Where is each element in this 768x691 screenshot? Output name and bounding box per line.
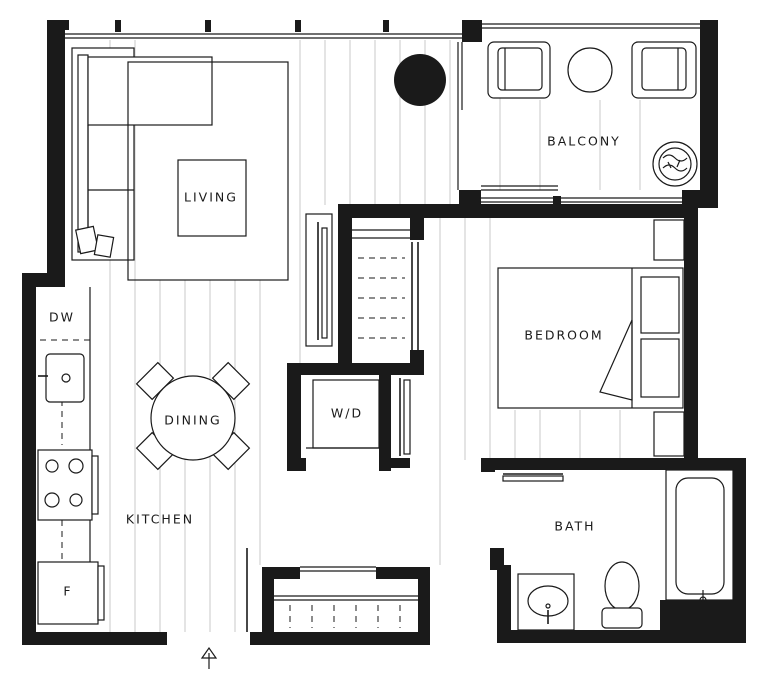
toilet — [601, 561, 643, 629]
plant-pot — [394, 54, 446, 106]
cooktop — [37, 449, 99, 521]
washer-dryer — [312, 379, 380, 449]
arrow-up-icon — [200, 646, 218, 669]
room-label-wd: W/D — [331, 406, 363, 421]
nightstand-top — [653, 219, 685, 261]
balcony-plant — [652, 141, 698, 187]
kitchen-sink — [38, 353, 85, 403]
fridge — [37, 561, 105, 625]
balcony-chair-right — [631, 41, 697, 99]
wd-door — [399, 378, 411, 456]
walls — [22, 20, 746, 645]
room-label-living: LIVING — [184, 190, 238, 205]
room-label-dining: DINING — [164, 413, 221, 428]
nightstand-bottom — [653, 411, 685, 457]
bathtub — [665, 469, 734, 604]
sofa — [71, 47, 213, 261]
windows — [65, 23, 700, 203]
kitchen-counter — [40, 287, 91, 565]
coffee-table — [177, 159, 247, 237]
room-label-kitchen: KITCHEN — [126, 512, 194, 527]
rug — [127, 61, 289, 281]
vanity — [517, 573, 575, 631]
room-label-balcony: BALCONY — [547, 134, 621, 149]
dining-set — [135, 361, 251, 471]
room-label-fridge: F — [63, 584, 72, 599]
room-label-dw: DW — [49, 310, 75, 325]
room-label-bath: BATH — [554, 519, 595, 534]
bath-door — [502, 473, 564, 482]
hall-closet — [352, 229, 419, 350]
balcony-chair-left — [487, 41, 551, 99]
tv-unit — [305, 213, 333, 347]
room-label-bedroom: BEDROOM — [524, 328, 603, 343]
bed — [497, 267, 684, 409]
entry-closet — [274, 566, 418, 628]
balcony-table — [567, 47, 613, 93]
